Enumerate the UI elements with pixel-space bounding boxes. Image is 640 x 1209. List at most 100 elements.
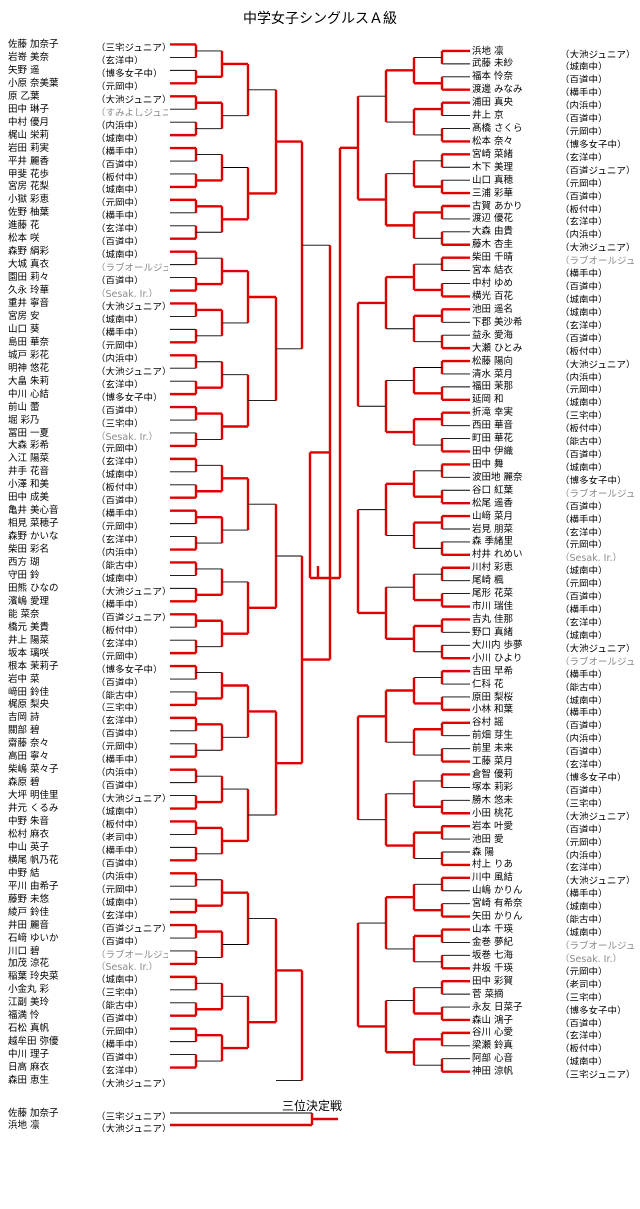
player-entry: 福満 怜（百道中） xyxy=(8,1009,168,1022)
player-team: （大池ジュニア） xyxy=(560,359,636,368)
player-name: 甲斐 花歩 xyxy=(8,168,50,180)
player-team: （博多女子中） xyxy=(560,773,627,782)
player-team: （城南中） xyxy=(560,462,608,471)
player-name: 堀 彩乃 xyxy=(8,414,40,426)
player-entry: 矢野 遥（博多女子中） xyxy=(8,64,168,77)
player-team: （三宅中） xyxy=(96,988,144,997)
player-entry: 進藤 花 （玄洋中） xyxy=(8,219,168,232)
player-entry: 森野 かいな（玄洋中） xyxy=(8,530,168,543)
player-name: 大城 真衣 xyxy=(8,259,50,271)
player-name: 矢野 遥 xyxy=(8,64,40,76)
player-team: （横手中） xyxy=(96,755,144,764)
player-entry: 柴田 千晴（ラブオールジュニア） xyxy=(472,251,636,264)
player-team: （Sesak. Jr.） xyxy=(560,553,623,562)
player-entry: 仁科 花（能古中） xyxy=(472,678,636,691)
player-entry: 延岡 和（城南中） xyxy=(472,393,636,406)
player-entry: 勝木 悠未（三宅中） xyxy=(472,794,636,807)
player-team: （百道中） xyxy=(560,747,608,756)
player-entry: 小田 桃花（大池ジュニア） xyxy=(472,807,636,820)
player-name: 波田地 麗奈 xyxy=(472,471,523,483)
player-entry: 髙橋 さくら（元岡中） xyxy=(472,122,636,135)
player-team: （玄洋中） xyxy=(96,910,144,919)
player-team: （横手中） xyxy=(560,269,608,278)
player-name: 田中 琳子 xyxy=(8,103,50,115)
player-entry: 田中 舞（城南中） xyxy=(472,458,636,471)
player-entry: 岩本 叶愛（百道中） xyxy=(472,820,636,833)
player-name: 岩本 叶愛 xyxy=(472,820,514,832)
player-team: （大池ジュニア） xyxy=(96,94,168,103)
player-entry: 山本 千瑛（城南中） xyxy=(472,923,636,936)
player-name: 前畑 芽生 xyxy=(472,730,514,742)
player-team: （百道中） xyxy=(96,159,144,168)
player-entry: 梶原 梨央（三宅中） xyxy=(8,698,168,711)
player-entry: 井坂 千瑛（元岡中） xyxy=(472,962,636,975)
player-name: 小川 ひより xyxy=(472,652,523,664)
player-name: 平井 麗香 xyxy=(8,155,50,167)
player-team: （横手中） xyxy=(96,599,144,608)
player-team: （大池ジュニア） xyxy=(96,794,168,803)
player-name: 野口 真緒 xyxy=(472,626,514,638)
player-name: 濱嶋 愛理 xyxy=(8,595,50,607)
player-team: （城南中） xyxy=(560,398,608,407)
player-entry: 中野 朱音（板付中） xyxy=(8,815,168,828)
player-team: （博多女子中） xyxy=(96,392,163,401)
player-team: （元岡中） xyxy=(560,178,608,187)
player-entry: 山口 真穂（元岡中） xyxy=(472,174,636,187)
player-team: （元岡中） xyxy=(96,651,144,660)
player-team: （横手中） xyxy=(560,708,608,717)
player-entry: 井田 麗音（百道ジュニア） xyxy=(8,919,168,932)
player-name: 木下 美理 xyxy=(472,161,514,173)
player-name: 井上 陽菜 xyxy=(8,634,50,646)
player-name: 守田 鈴 xyxy=(8,569,40,581)
player-entry: 甲斐 花歩（板付中） xyxy=(8,168,168,181)
player-name: 浜地 凛 xyxy=(8,1120,40,1131)
player-team: （百道中） xyxy=(560,282,608,291)
player-entry: 山﨑 菜月（横手中） xyxy=(472,510,636,523)
player-team: （能古中） xyxy=(96,1001,144,1010)
player-name: 加茂 涼花 xyxy=(8,958,50,970)
player-entry: 田中 成美（百道中） xyxy=(8,491,168,504)
player-team: （大池ジュニア） xyxy=(560,243,636,252)
player-team: （玄洋中） xyxy=(560,863,608,872)
player-team: （板付中） xyxy=(560,1044,608,1053)
player-name: 谷口 紅葉 xyxy=(472,484,514,496)
player-entry: 菅 菜摘（三宅中） xyxy=(472,988,636,1001)
player-entry: 森原 碧（百道中） xyxy=(8,776,168,789)
player-team: （板付中） xyxy=(96,483,144,492)
player-team: （ラブオールジュニア） xyxy=(560,656,636,665)
player-name: 三浦 彩華 xyxy=(472,187,514,199)
player-team: （元岡中） xyxy=(560,579,608,588)
player-team: （三宅ジュニア） xyxy=(96,1112,168,1120)
player-name: 岩見 朋菜 xyxy=(472,523,514,535)
player-name: 藤野 未悠 xyxy=(8,893,50,905)
player-entry: 波田地 麗奈 （博多女子中） xyxy=(472,471,636,484)
player-name: 大坪 明佳里 xyxy=(8,790,59,802)
player-entry: 横尾 帆乃花（百道中） xyxy=(8,854,168,867)
player-entry: 田中 琳子（すみよしジュニア） xyxy=(8,103,168,116)
player-team: （元岡中） xyxy=(560,966,608,975)
player-name: 髙橋 さくら xyxy=(472,123,523,135)
player-name: 尾形 花菜 xyxy=(472,588,514,600)
player-team: （玄洋中） xyxy=(96,224,144,233)
player-team: （横手中） xyxy=(96,509,144,518)
player-name: 村上 りあ xyxy=(472,859,514,871)
player-entry: 小金丸 彩（三宅中） xyxy=(8,983,168,996)
player-team: （玄洋中） xyxy=(96,716,144,725)
player-entry: 﨑田 鈴佳（能古中） xyxy=(8,686,168,699)
player-entry: 大畠 朱莉（玄洋中） xyxy=(8,375,168,388)
player-entry: 松尾 遥香（百道中） xyxy=(472,497,636,510)
player-team: （横手中） xyxy=(96,1040,144,1049)
player-name: 益永 愛海 xyxy=(472,329,514,341)
player-name: 井手 花音 xyxy=(8,466,50,478)
bracket-title: 中学女子シングルスＡ級 xyxy=(243,11,397,27)
player-name: 進藤 花 xyxy=(8,220,40,232)
player-entry: 越牟田 弥優（横手中） xyxy=(8,1035,168,1048)
player-team: （板付中） xyxy=(560,424,608,433)
player-name: 渡邊 みなみ xyxy=(472,84,523,96)
player-team: （城南中） xyxy=(96,470,144,479)
player-team: （Sesak. Jr.） xyxy=(96,431,159,440)
player-entry: 矢田 かりん（能古中） xyxy=(472,910,636,923)
player-entry: 石松 真帆（元岡中） xyxy=(8,1022,168,1035)
player-team: （内浜中） xyxy=(560,230,608,239)
player-team: （博多女子中） xyxy=(560,475,627,484)
